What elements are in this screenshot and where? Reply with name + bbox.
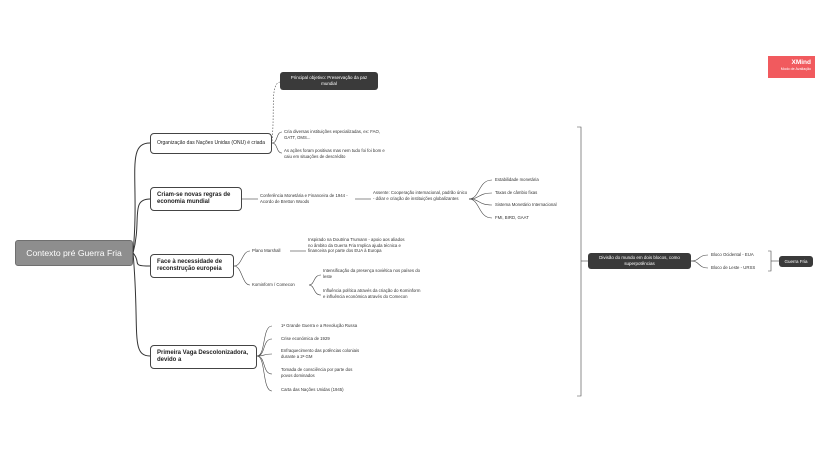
root-topic[interactable]: Contexto pré Guerra Fria	[15, 240, 133, 266]
economia-assente[interactable]: Assente: Cooperação internacional, padrã…	[373, 190, 468, 201]
onu-detail-institutions[interactable]: Cria diversas instituições especializada…	[284, 129, 381, 140]
economia-item[interactable]: Taxas de câmbio fixas	[495, 190, 538, 195]
topic-economia[interactable]: Criam-se novas regras de economia mundia…	[150, 187, 242, 211]
callout-onu-objective[interactable]: Principal objetivo: Preservação da paz m…	[280, 72, 378, 90]
reconstrucao-kominform-desc2[interactable]: Influência política através da criação d…	[323, 288, 421, 299]
economia-conference[interactable]: Conferência Monetária e Financeira de 19…	[260, 193, 348, 204]
topic-reconstrucao[interactable]: Face à necessidade de reconstrução europ…	[150, 254, 234, 278]
xmind-evaluation-badge: XMind Modo de Avaliação	[768, 56, 815, 78]
badge-brand: XMind	[791, 59, 812, 66]
economia-item[interactable]: FMI, BIRD, GAAT	[495, 215, 529, 220]
reconstrucao-kominform[interactable]: Kominform / Comecon	[252, 282, 295, 287]
economia-item[interactable]: Sistema Monetário Internacional	[495, 202, 557, 207]
topic-onu[interactable]: Organização das Nações Unidas (ONU) é cr…	[150, 133, 272, 154]
topic-guerra-fria[interactable]: Guerra Fria	[779, 256, 813, 267]
reconstrucao-marshall-desc[interactable]: Inspirado na Doutrina Trumann - apoio ao…	[308, 237, 405, 254]
bloco-leste[interactable]: Bloco de Leste - URSS	[711, 265, 756, 270]
badge-mode: Modo de Avaliação	[780, 67, 811, 71]
descolonizacao-item[interactable]: Enfraquecimento das potências coloniais …	[281, 348, 360, 359]
reconstrucao-marshall[interactable]: Plano Marshall	[252, 248, 281, 253]
reconstrucao-kominform-desc1[interactable]: Intensificação da presença soviética nos…	[323, 268, 420, 279]
bloco-ocidental[interactable]: Bloco Ocidental - EUA	[711, 252, 754, 257]
topic-divisao-blocos[interactable]: Divisão do mundo em dois blocos, como su…	[588, 253, 691, 269]
descolonizacao-item[interactable]: Carta das Nações Unidas (1945)	[281, 387, 344, 392]
descolonizacao-item[interactable]: 1ª Grande Guerra e a Revolução Russa	[281, 323, 358, 328]
onu-detail-actions[interactable]: As ações foram positivas mas nem tudo fo…	[284, 148, 385, 159]
topic-descolonizacao[interactable]: Primeira Vaga Descolonizadora, devido a	[150, 345, 257, 369]
economia-item[interactable]: Estabilidade monetária	[495, 177, 539, 182]
descolonizacao-item[interactable]: Tomada de consciência por parte dos povo…	[281, 367, 353, 378]
descolonizacao-item[interactable]: Crise económica de 1929	[281, 336, 330, 341]
